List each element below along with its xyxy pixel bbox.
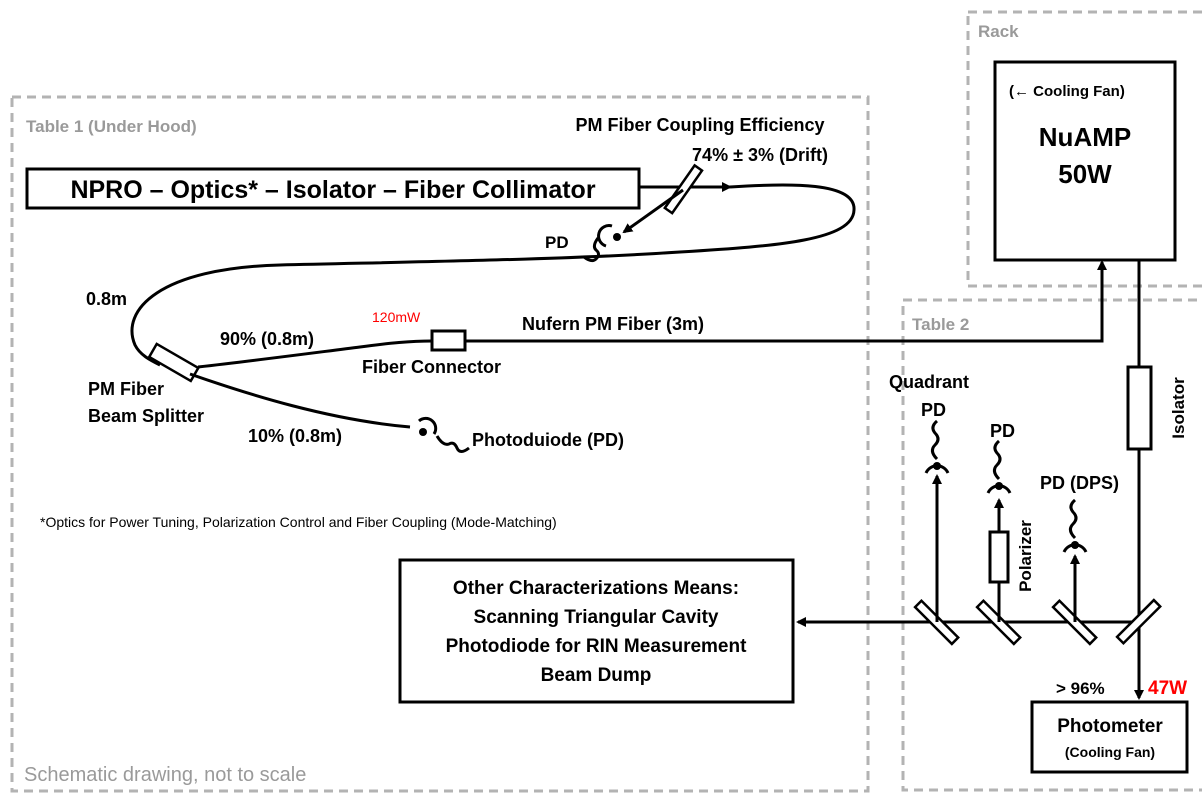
quadrant-label: Quadrant [889,372,969,392]
characterization-line3: Photodiode for RIN Measurement [446,636,748,657]
fiber-branch-90 [197,339,433,369]
nufern-label: Nufern PM Fiber (3m) [522,314,704,334]
dps-pickoff-mirror [1051,599,1098,646]
coupling-title: PM Fiber Coupling Efficiency [575,115,824,135]
pickoff-pd-label: PD [545,233,569,252]
photometer-box [1030,700,1189,774]
fiber-photodiode [417,416,470,453]
photometer-note: (Cooling Fan) [1065,744,1155,760]
pickoff-beam [622,188,684,234]
quadrant-pd-label: PD [921,400,946,420]
photometer-name: Photometer [1057,716,1163,737]
fiber-loop [130,183,856,367]
nufern-fiber [465,260,1107,343]
amplifier-name: NuAMP [1039,122,1131,152]
polarizer-pickoff-mirror [975,599,1022,646]
quadrant-pickoff-mirror [913,599,960,646]
rack-frame [966,10,1202,288]
polarizer-label: Polarizer [1016,520,1035,592]
table1-frame [10,95,870,793]
splitter-label-line1: PM Fiber [88,379,164,399]
polarizer-pd-label: PD [990,421,1015,441]
amplifier-power: 50W [1058,159,1112,189]
amplifier-fan-note: (← Cooling Fan) [1009,83,1125,100]
isolator [1126,365,1153,451]
pickoff-photodiode [583,224,621,263]
pickoff-mirror [663,163,704,215]
transmission-label: > 96% [1056,679,1105,698]
branch-90-label: 90% (0.8m) [220,329,314,349]
scale-note: Schematic drawing, not to scale [24,764,306,786]
branch-10-label: 10% (0.8m) [248,426,342,446]
dps-photodiode [1062,498,1088,553]
source-label: NPRO – Optics* – Isolator – Fiber Collim… [70,176,595,204]
connector-label: Fiber Connector [362,357,501,377]
table1-label: Table 1 (Under Hood) [26,117,197,136]
connector-power-label: 120mW [372,309,421,325]
loop-length-label: 0.8m [86,289,127,309]
optics-footnote: *Optics for Power Tuning, Polarization C… [40,514,557,530]
isolator-label: Isolator [1169,377,1188,439]
quadrant-photodiode [924,419,950,474]
polarizer-photodiode [986,439,1012,494]
characterization-line1: Other Characterizations Means: [453,578,739,599]
characterization-line2: Scanning Triangular Cavity [474,607,719,628]
fiber-branch-10 [189,372,411,429]
table2-label: Table 2 [912,315,969,334]
coupling-value: 74% ± 3% (Drift) [692,145,828,165]
main-pickoff-mirror [1115,598,1162,645]
rack-label: Rack [978,22,1019,41]
fiber-connector [430,329,467,352]
photodiode-label: Photoduiode (PD) [472,430,624,450]
dps-label: PD (DPS) [1040,473,1119,493]
amplifier-box [993,60,1177,262]
characterization-line4: Beam Dump [541,665,652,686]
output-power-label: 47W [1148,678,1187,699]
polarizer [988,530,1010,584]
splitter-label-line2: Beam Splitter [88,406,204,426]
characterization-box [398,558,795,704]
